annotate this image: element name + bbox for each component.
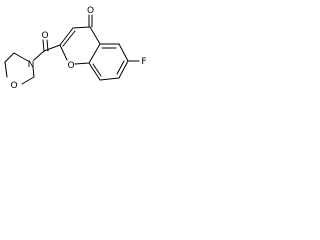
bond: [92, 63, 102, 77]
bond: [118, 60, 129, 79]
ring-oxygen-label: O: [67, 61, 74, 71]
bond: [43, 44, 61, 52]
atom-labels: O O O N O F: [10, 6, 146, 91]
bond: [4, 52, 15, 63]
bond: [62, 30, 76, 47]
bond: [21, 76, 35, 85]
ketone-oxygen-label: O: [87, 6, 94, 16]
bond: [4, 61, 8, 78]
bond: [88, 62, 101, 81]
bond: [33, 50, 45, 61]
morpholine-nitrogen-label: N: [28, 60, 35, 70]
bond: [88, 43, 101, 64]
bond: [42, 39, 45, 52]
bond: [89, 26, 101, 45]
morpholine-oxygen-label: O: [10, 81, 17, 91]
bond: [13, 52, 29, 62]
bond: [99, 77, 120, 81]
fluorine-label: F: [141, 57, 146, 67]
bond: [116, 60, 125, 75]
bond: [32, 66, 35, 78]
bond-lines: [4, 14, 140, 85]
carbonyl-oxygen-label: O: [41, 31, 48, 41]
bond: [74, 62, 90, 65]
bond: [118, 43, 129, 62]
bond: [59, 44, 68, 61]
bond: [72, 26, 91, 29]
chemical-structure: O O O N O F: [4, 6, 147, 91]
bond: [59, 27, 74, 46]
